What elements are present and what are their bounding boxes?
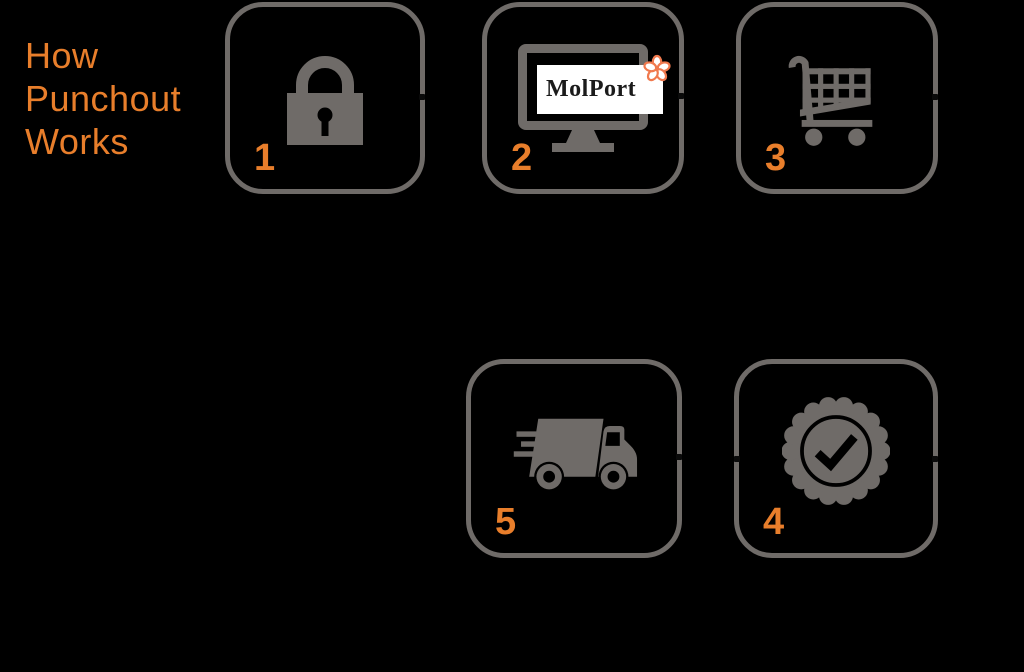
connector-dot: [734, 456, 740, 462]
step-number: 4: [763, 501, 785, 543]
step-number: 3: [765, 137, 787, 179]
step-box-4: 4: [734, 359, 938, 558]
title-line-2: Punchout: [25, 78, 182, 119]
step-box-5: 5: [466, 359, 682, 558]
shopping-cart-icon: [781, 38, 893, 158]
step-box-2: MolPort 2: [482, 2, 684, 194]
step-number: 2: [511, 137, 533, 179]
molport-logo: MolPort: [537, 54, 671, 114]
connector-dot: [419, 94, 425, 100]
award-badge-icon: [782, 396, 890, 505]
title-line-1: How: [25, 35, 99, 76]
connector-dot: [932, 94, 938, 100]
page-title: How Punchout Works: [25, 34, 181, 163]
step-box-3: 3: [736, 2, 938, 194]
connector-dot: [932, 456, 938, 462]
molport-logo-text: MolPort: [546, 76, 637, 102]
step-number: 5: [495, 501, 517, 543]
title-line-3: Works: [25, 121, 129, 162]
padlock-icon: [286, 45, 364, 145]
delivery-truck-icon: [502, 404, 647, 495]
connector-dot: [676, 454, 682, 460]
step-number: 1: [254, 137, 276, 179]
connector-dot: [678, 93, 684, 99]
step-box-1: 1: [225, 2, 425, 194]
molport-flower-icon: [642, 53, 672, 83]
